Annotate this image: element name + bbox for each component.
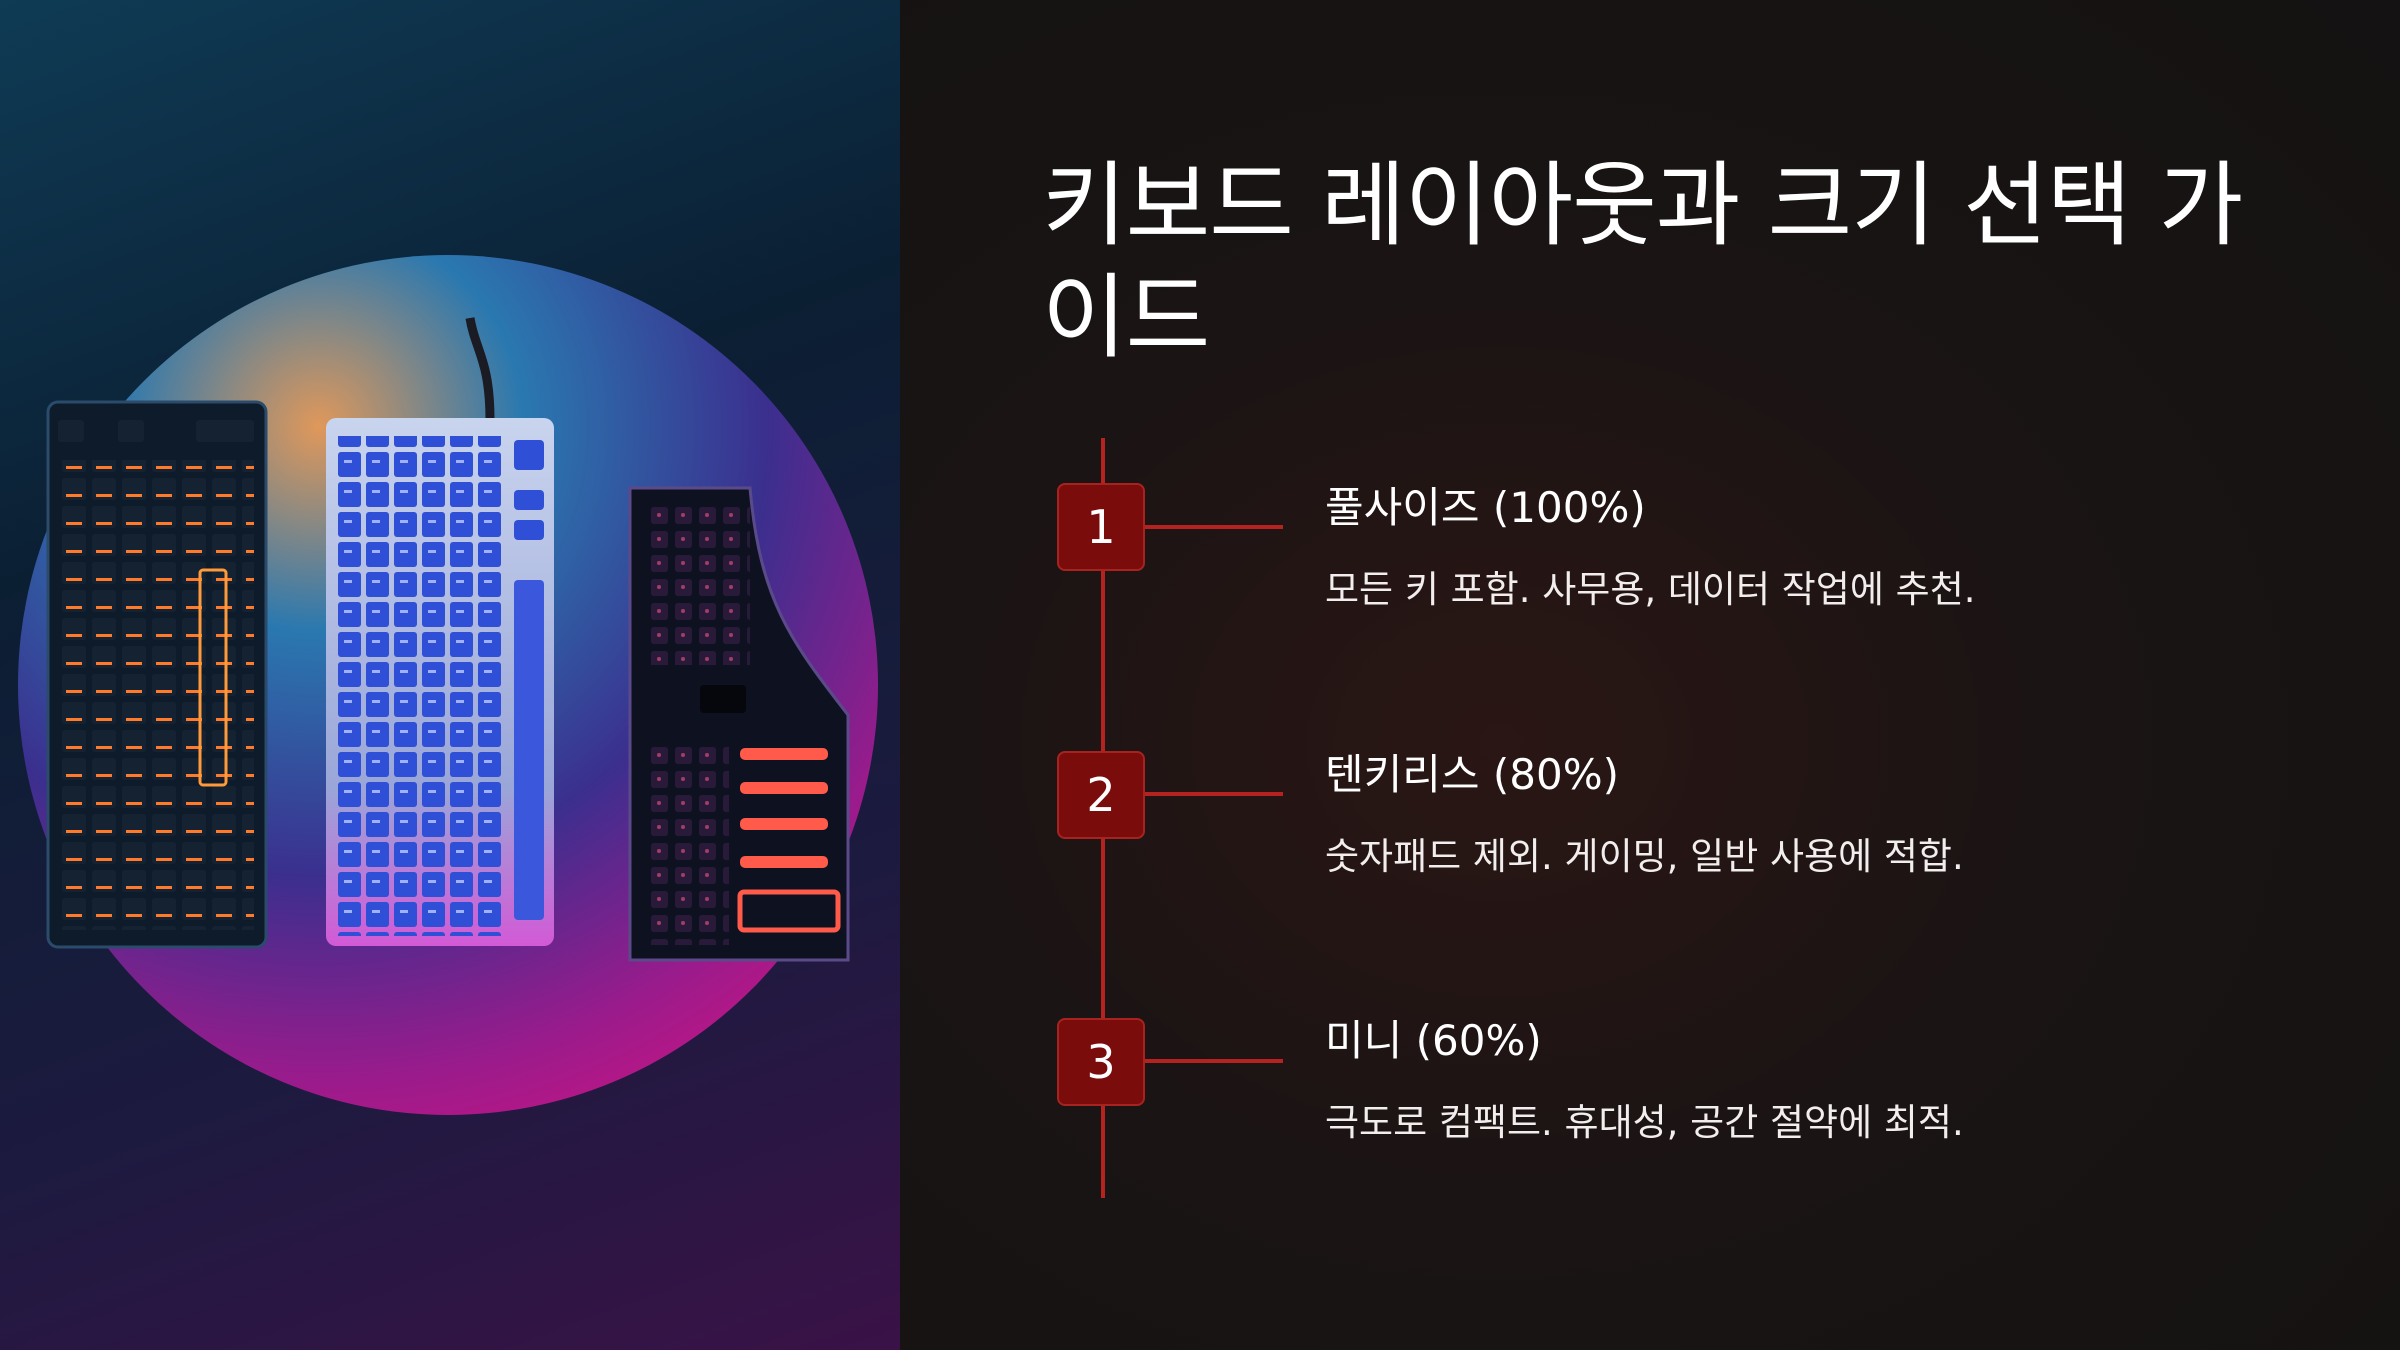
timeline-step: 3 미니 (60%) 극도로 컴팩트. 휴대성, 공간 절약에 최적. bbox=[900, 1013, 2400, 1173]
step-heading: 미니 (60%) bbox=[1325, 1016, 1542, 1065]
step-connector bbox=[1145, 792, 1283, 796]
timeline-step: 2 텐키리스 (80%) 숫자패드 제외. 게이밍, 일반 사용에 적합. bbox=[900, 747, 2400, 907]
step-description: 숫자패드 제외. 게이밍, 일반 사용에 적합. bbox=[1325, 835, 1964, 878]
full-size-keyboard bbox=[46, 400, 268, 949]
step-heading: 풀사이즈 (100%) bbox=[1325, 483, 1646, 532]
mini-keyboard bbox=[628, 486, 850, 962]
step-connector bbox=[1145, 1059, 1283, 1063]
timeline-step: 1 풀사이즈 (100%) 모든 키 포함. 사무용, 데이터 작업에 추천. bbox=[900, 480, 2400, 640]
step-number-badge: 2 bbox=[1057, 751, 1145, 839]
content-area: 키보드 레이아웃과 크기 선택 가이드 1 풀사이즈 (100%) 모든 키 포… bbox=[900, 0, 2400, 1350]
page-title: 키보드 레이아웃과 크기 선택 가이드 bbox=[1042, 152, 2243, 371]
step-number-badge: 1 bbox=[1057, 483, 1145, 571]
tenkeyless-keyboard bbox=[326, 418, 554, 946]
step-description: 극도로 컴팩트. 휴대성, 공간 절약에 최적. bbox=[1325, 1101, 1964, 1144]
keyboards-illustration bbox=[18, 255, 878, 1115]
step-description: 모든 키 포함. 사무용, 데이터 작업에 추천. bbox=[1325, 568, 1976, 611]
step-number-badge: 3 bbox=[1057, 1018, 1145, 1106]
step-connector bbox=[1145, 525, 1283, 529]
step-heading: 텐키리스 (80%) bbox=[1325, 750, 1620, 799]
keyboards-image bbox=[0, 0, 900, 1350]
